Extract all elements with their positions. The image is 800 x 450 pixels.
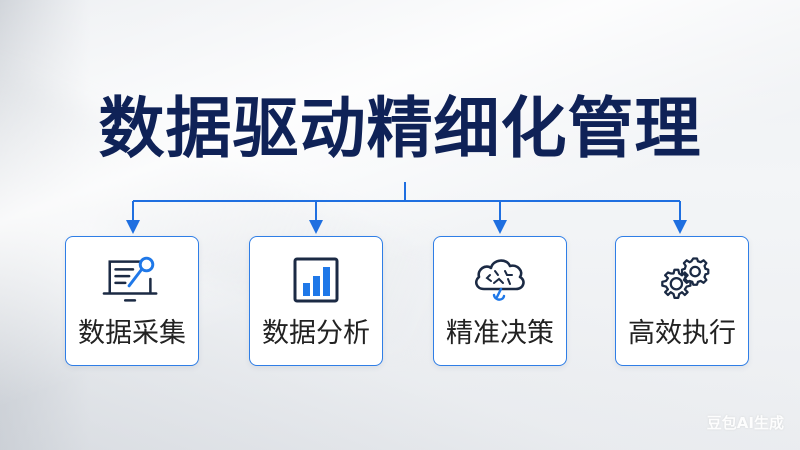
bar-chart-icon xyxy=(286,253,346,307)
card-data-analysis: 数据分析 xyxy=(249,236,383,366)
page-title: 数据驱动精细化管理 xyxy=(98,90,702,167)
card-label: 数据分析 xyxy=(262,318,370,349)
cloud-brain-icon xyxy=(470,253,530,307)
card-label: 精准决策 xyxy=(446,318,554,349)
card-label: 高效执行 xyxy=(628,318,736,349)
arrow-down-icon xyxy=(493,220,507,234)
card-data-collection: 数据采集 xyxy=(65,236,199,366)
card-precise-decision: 精准决策 xyxy=(433,236,567,366)
arrow-down-icon xyxy=(673,220,687,234)
card-efficient-execution: 高效执行 xyxy=(615,236,749,366)
card-label: 数据采集 xyxy=(78,318,186,349)
gears-icon xyxy=(652,253,712,307)
watermark: 豆包AI生成 xyxy=(706,414,784,432)
arrow-down-icon xyxy=(309,220,323,234)
monitor-magnifier-icon xyxy=(102,253,162,307)
arrow-down-icon xyxy=(126,220,140,234)
